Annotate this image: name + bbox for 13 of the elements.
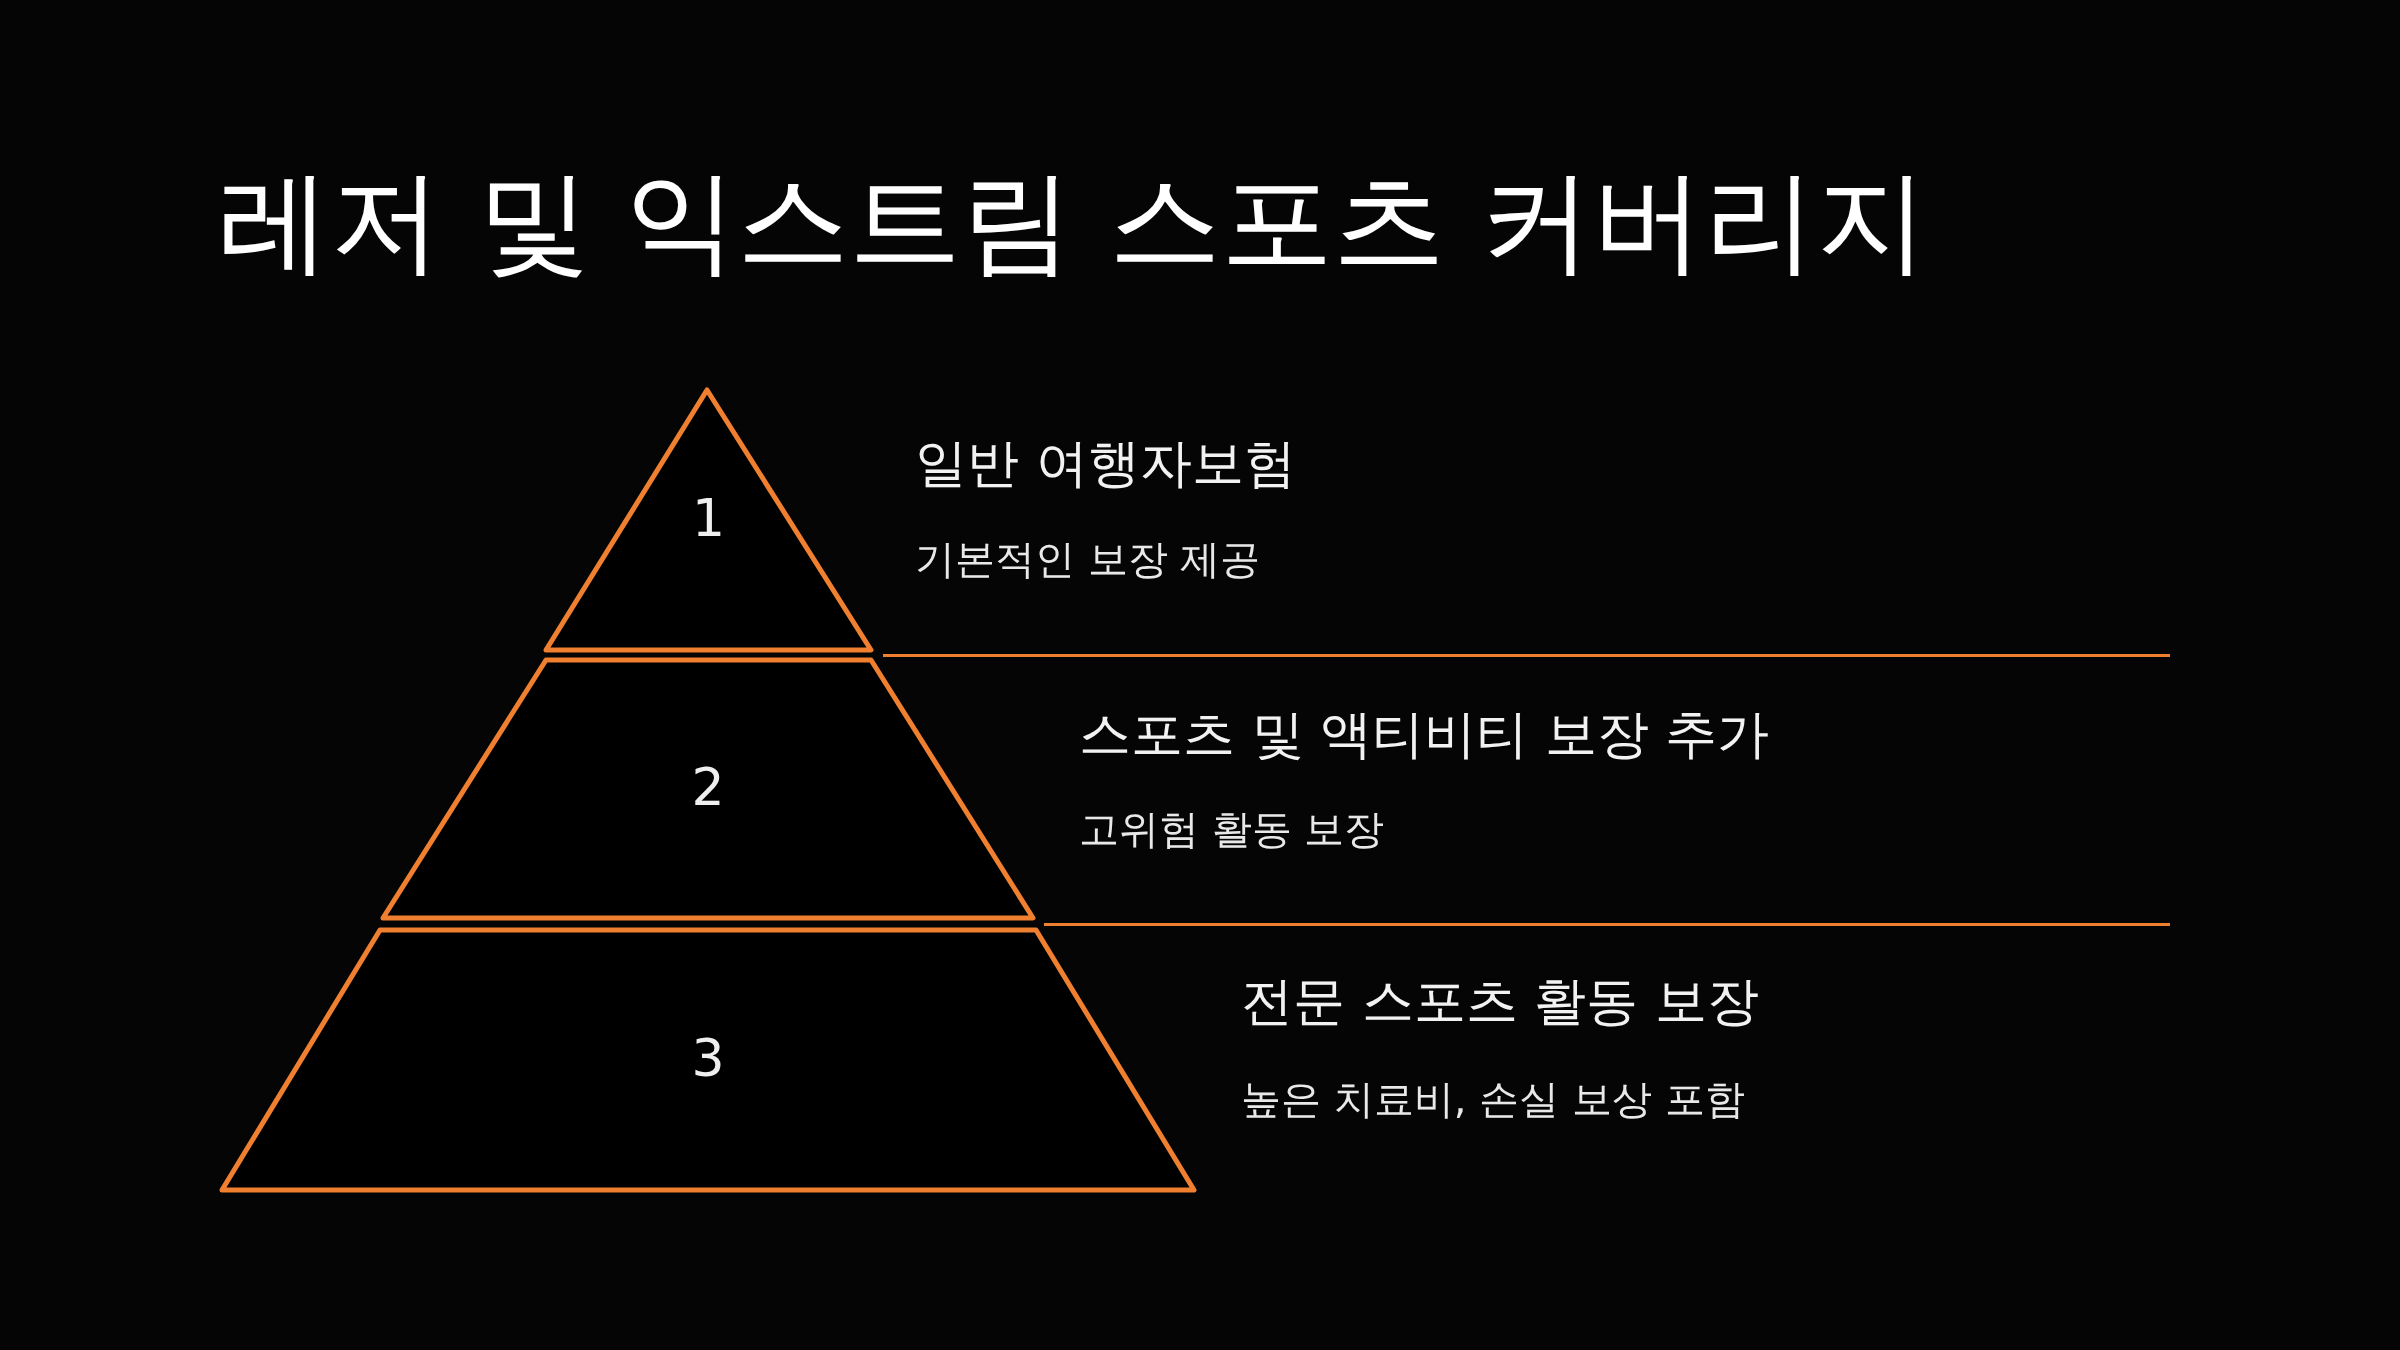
layer-description: 고위험 활동 보장 — [1079, 805, 1385, 853]
pyramid-layer-trapezoid — [222, 930, 1194, 1190]
layer-heading: 일반 여행자보험 — [915, 432, 1296, 495]
layer-heading: 전문 스포츠 활동 보장 — [1241, 970, 1759, 1033]
layer-description: 높은 치료비, 손실 보상 포함 — [1241, 1075, 1745, 1123]
layer-description: 기본적인 보장 제공 — [915, 535, 1261, 583]
layer-number: 1 — [690, 488, 727, 548]
pyramid-top-triangle — [546, 390, 871, 650]
title: 레저 및 익스트림 스포츠 커버리지 — [218, 160, 1929, 284]
layer-heading: 스포츠 및 액티비티 보장 추가 — [1079, 703, 1770, 766]
pyramid-layer-trapezoid — [383, 660, 1033, 918]
layer-number: 2 — [690, 757, 726, 817]
layer-number: 3 — [690, 1028, 726, 1088]
